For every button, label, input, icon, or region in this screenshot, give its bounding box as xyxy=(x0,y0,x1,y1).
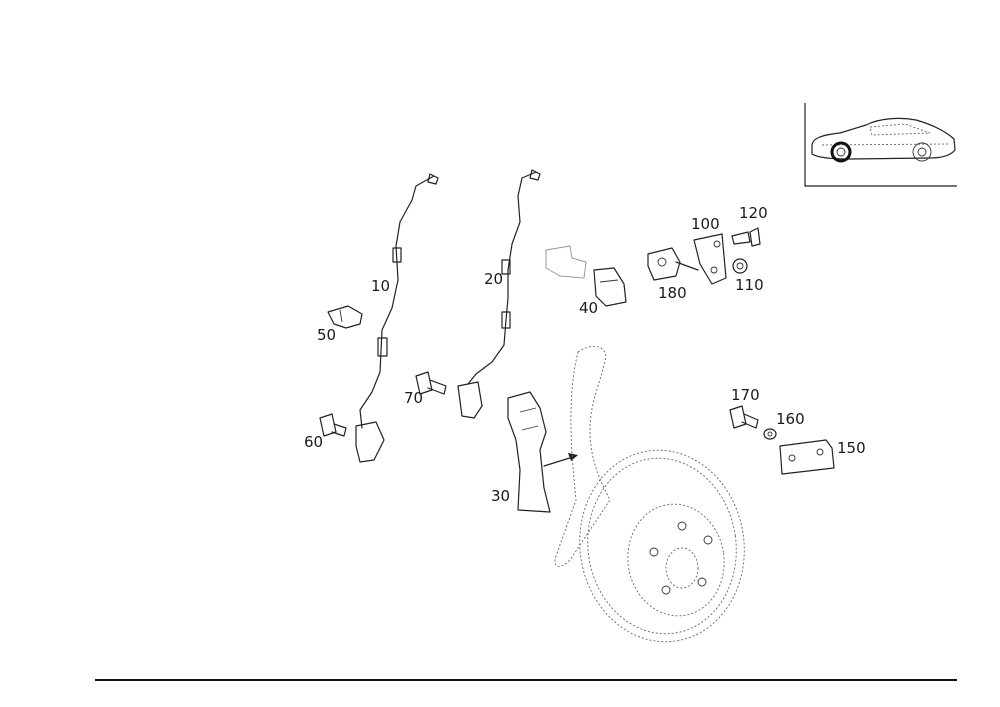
bracket-150[interactable] xyxy=(779,439,835,475)
nut-110[interactable] xyxy=(732,258,748,274)
sensor-cable-20[interactable] xyxy=(457,169,541,419)
callout-70: 70 xyxy=(404,389,424,407)
washer-160[interactable] xyxy=(763,428,777,440)
callout-110: 110 xyxy=(735,276,764,294)
callout-120: 120 xyxy=(739,204,768,222)
brake-disc-assembly xyxy=(554,346,745,643)
bolt-170[interactable] xyxy=(729,405,759,429)
bolt-70[interactable] xyxy=(415,371,447,395)
callout-170: 170 xyxy=(731,386,760,404)
callout-40: 40 xyxy=(579,299,599,317)
screw-120[interactable] xyxy=(731,227,761,247)
bolt-60[interactable] xyxy=(319,413,347,437)
mounting-plate-100[interactable] xyxy=(693,233,727,285)
sensor-cable-10[interactable] xyxy=(355,173,439,463)
callout-150: 150 xyxy=(837,439,866,457)
callout-30: 30 xyxy=(491,487,511,505)
bracket-30[interactable] xyxy=(507,391,578,513)
callout-160: 160 xyxy=(776,410,805,428)
callout-20: 20 xyxy=(484,270,504,288)
vehicle-locator-thumbnail xyxy=(804,103,957,187)
level-sensor-180[interactable] xyxy=(647,247,699,281)
bottom-rule xyxy=(95,679,957,681)
callout-60: 60 xyxy=(304,433,324,451)
callout-10: 10 xyxy=(371,277,391,295)
callout-50: 50 xyxy=(317,326,337,344)
holder-40[interactable] xyxy=(545,245,627,307)
clamp-50[interactable] xyxy=(327,305,363,329)
callout-180: 180 xyxy=(658,284,687,302)
callout-100: 100 xyxy=(691,215,720,233)
